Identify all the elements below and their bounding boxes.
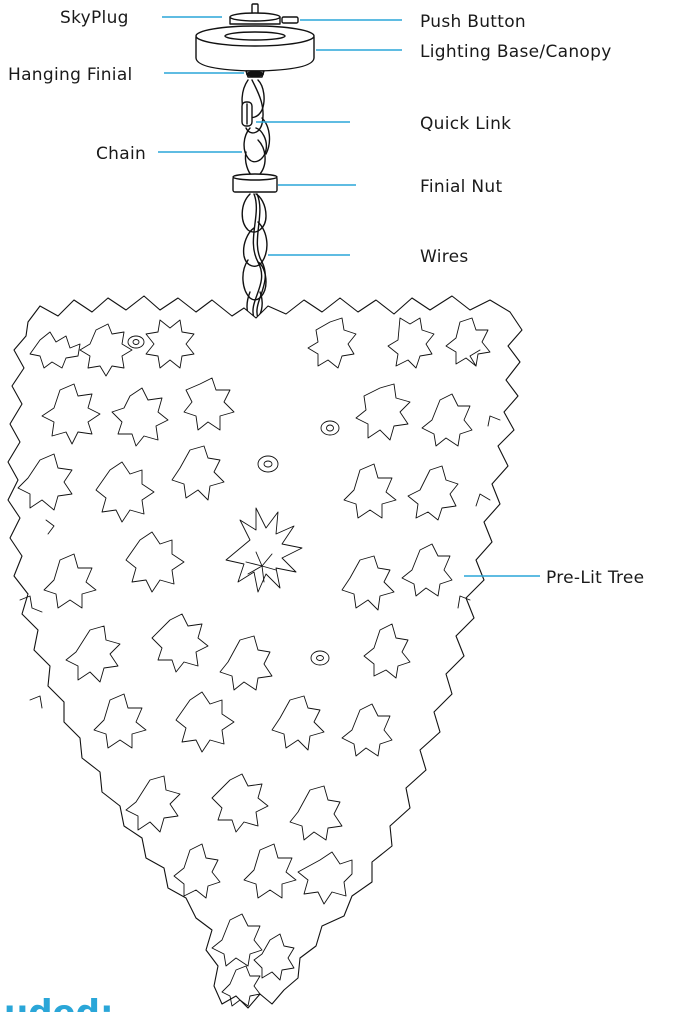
label-pre-lit-tree: Pre-Lit Tree [546, 568, 644, 588]
tree-silhouette [8, 296, 522, 1008]
label-push-button: Push Button [420, 12, 526, 32]
pre-lit-tree-illustration [8, 296, 522, 1008]
label-skyplug: SkyPlug [60, 8, 129, 28]
skyplug-illustration [230, 4, 280, 24]
label-finial-nut: Finial Nut [420, 177, 502, 197]
label-quick-link: Quick Link [420, 114, 511, 134]
included-heading-fragment: uded: [4, 993, 114, 1012]
finial-nut-illustration [233, 174, 277, 192]
lower-chain-illustration [242, 194, 267, 318]
label-lighting-base: Lighting Base/Canopy [420, 42, 612, 62]
hardware-assembly [196, 4, 314, 318]
hanging-finial-illustration [246, 71, 264, 77]
label-wires: Wires [420, 247, 469, 267]
canopy-illustration [196, 26, 314, 71]
label-hanging-finial: Hanging Finial [8, 65, 133, 85]
push-button-illustration [282, 17, 298, 23]
label-chain: Chain [96, 144, 146, 164]
upper-chain-illustration [242, 80, 269, 176]
